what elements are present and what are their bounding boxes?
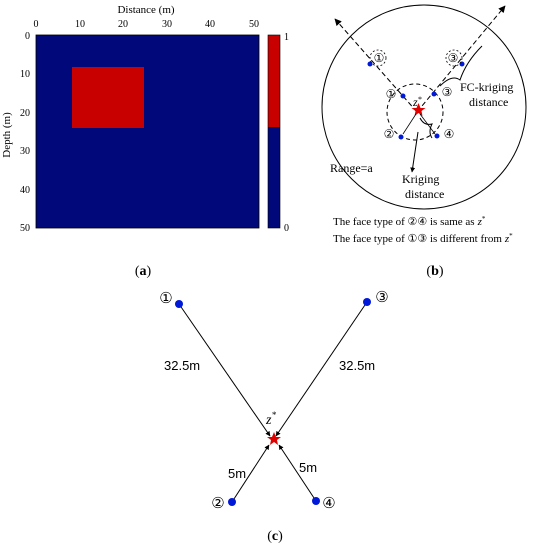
colorbar-top xyxy=(268,35,280,127)
fc-kriging-label-line2: distance xyxy=(469,95,508,109)
y-tick-0: 0 xyxy=(25,31,30,42)
c-target-label: z* xyxy=(265,410,276,428)
x-tick-50: 50 xyxy=(249,19,259,30)
colorbar: 1 0 xyxy=(267,32,289,234)
y-axis-title: Depth (m) xyxy=(1,112,13,158)
point-3-highlight xyxy=(445,49,463,67)
b-label-3-inner: ③ xyxy=(442,85,453,99)
panel-c-point-labels: ① ③ ② ④ xyxy=(159,290,388,512)
c-label-2: ② xyxy=(211,496,224,512)
x-tick-0: 0 xyxy=(34,19,39,30)
point-3-marker xyxy=(459,61,465,67)
c-dist-4: 5m xyxy=(299,460,317,475)
y-tick-50: 50 xyxy=(20,223,30,234)
c-dist-2: 5m xyxy=(228,466,246,481)
panel-b-label: (b) xyxy=(426,264,443,279)
point-4-marker xyxy=(434,133,440,139)
c-dist-3: 32.5m xyxy=(339,358,375,373)
range-circle xyxy=(321,4,527,210)
panel-b-point-labels: ① ③ ① ③ ② ④ xyxy=(374,51,459,141)
colorbar-tick-0: 0 xyxy=(284,223,289,234)
x-axis-title: Distance (m) xyxy=(117,4,174,16)
point-1-highlight xyxy=(369,49,387,67)
c-dist-1: 32.5m xyxy=(164,358,200,373)
kriging-arrow xyxy=(410,131,419,173)
c-point-1-marker xyxy=(175,300,183,308)
c-line-3-to-target xyxy=(275,301,368,437)
y-tick-20: 20 xyxy=(20,108,30,119)
y-tick-30: 30 xyxy=(20,146,30,157)
c-point-3-marker xyxy=(363,298,371,306)
c-label-1: ① xyxy=(159,291,172,307)
b-label-2: ② xyxy=(384,127,395,141)
c-line-1-to-target xyxy=(178,303,271,437)
x-tick-40: 40 xyxy=(205,19,215,30)
panel-c: z* ① ③ ② ④ 32.5m 32.5m 5m 5m (c) xyxy=(159,290,388,544)
x-tick-20: 20 xyxy=(118,19,128,30)
x-tick-labels: 0 10 20 30 40 50 xyxy=(34,19,260,30)
kriging-label-line2: distance xyxy=(405,187,444,201)
point-1-marker xyxy=(367,61,373,67)
c-line-2-to-target xyxy=(231,444,270,503)
colorbar-bottom xyxy=(268,127,280,228)
x-tick-10: 10 xyxy=(75,19,85,30)
point-mid-right-marker xyxy=(431,91,437,97)
panel-c-label: (c) xyxy=(267,529,283,544)
panel-a: Distance (m) 0 10 20 30 40 50 Depth (m) … xyxy=(1,4,289,279)
b-target-star xyxy=(411,103,426,116)
b-label-3: ③ xyxy=(448,51,459,65)
y-tick-labels: 0 10 20 30 40 50 xyxy=(20,31,30,234)
panel-a-label: (a) xyxy=(135,264,152,279)
b-target-label: z* xyxy=(412,95,422,109)
dashed-arrow-upper-left xyxy=(334,18,418,113)
b-link-to-2 xyxy=(402,113,417,135)
facies-map-block xyxy=(72,67,144,128)
c-point-2-marker xyxy=(228,498,236,506)
facies-map-background xyxy=(35,34,260,229)
point-2-marker xyxy=(398,134,404,140)
y-tick-10: 10 xyxy=(20,69,30,80)
inner-circle xyxy=(386,83,444,141)
x-tick-30: 30 xyxy=(162,19,172,30)
c-label-4: ④ xyxy=(322,496,335,512)
b-label-1: ① xyxy=(374,51,385,65)
panel-c-distance-labels: 32.5m 32.5m 5m 5m xyxy=(164,358,375,481)
range-label: Range=a xyxy=(330,161,373,175)
c-target-star xyxy=(267,432,281,445)
c-line-4-to-target xyxy=(278,444,317,502)
fc-kriging-bracket xyxy=(439,45,483,87)
kriging-label-line1: Kriging xyxy=(402,172,439,186)
fc-kriging-label-line1: FC-kriging xyxy=(460,80,513,94)
dashed-arrow-upper-right xyxy=(416,5,506,113)
c-label-3: ③ xyxy=(375,290,388,306)
point-mid-left-marker xyxy=(400,93,406,99)
b-label-1-inner: ① xyxy=(386,87,397,101)
c-point-4-marker xyxy=(312,497,320,505)
kriging-bracket xyxy=(419,117,433,139)
b-label-4: ④ xyxy=(444,127,455,141)
colorbar-tick-1: 1 xyxy=(284,32,289,43)
panel-b: ① ③ ① ③ ② ④ z* FC-kriging distance Krigi… xyxy=(321,4,527,279)
y-tick-40: 40 xyxy=(20,185,30,196)
